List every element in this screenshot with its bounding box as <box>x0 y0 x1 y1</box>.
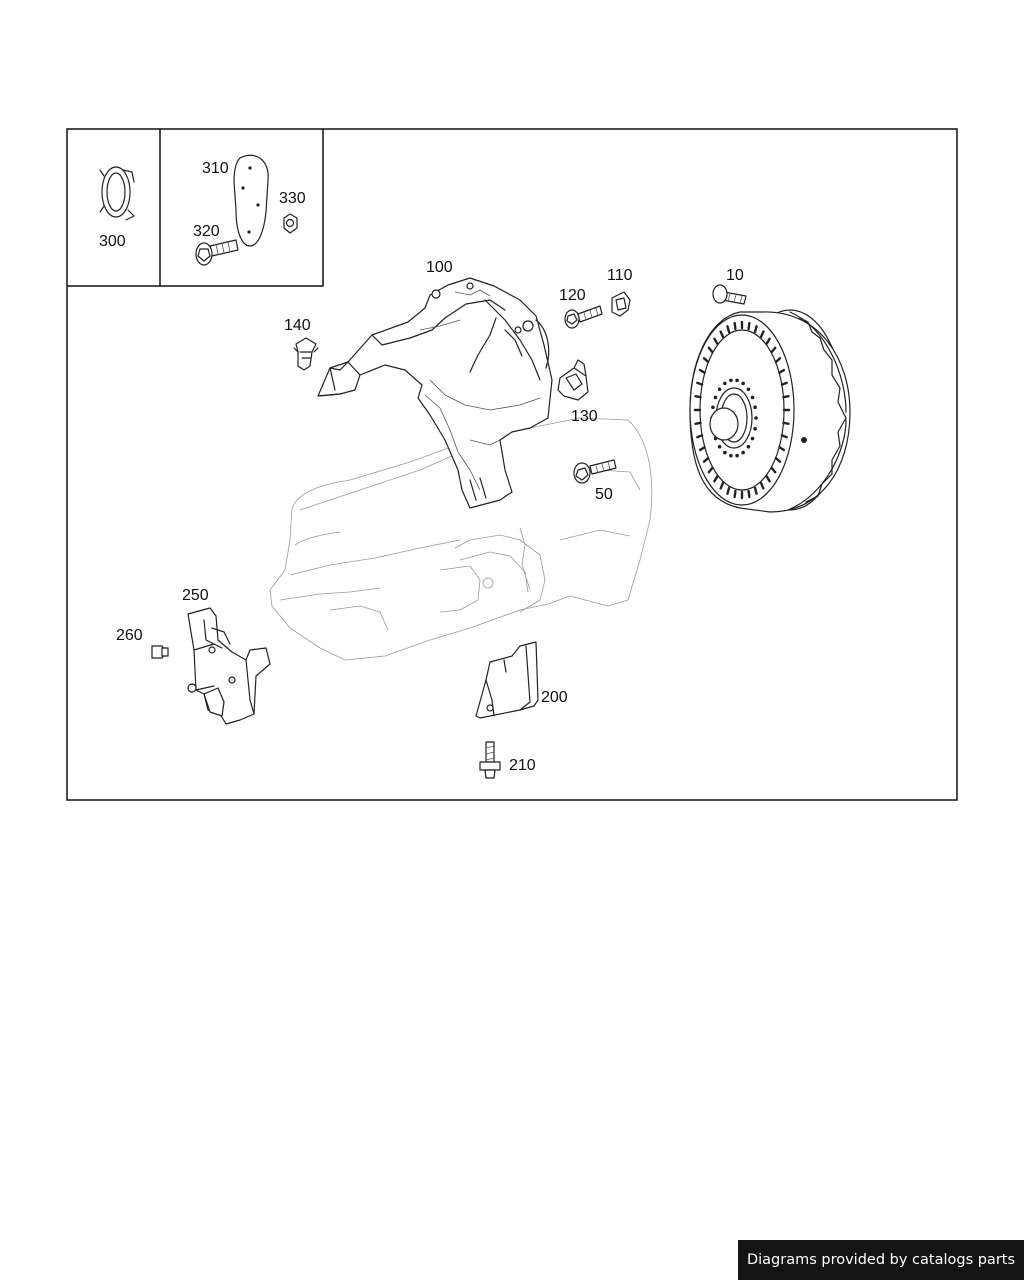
vane-slot <box>765 337 771 345</box>
callout-320: 320 <box>193 223 220 240</box>
vane-slot <box>780 381 788 386</box>
vane-slot <box>694 395 702 399</box>
vane-slot <box>713 475 719 483</box>
vane-slot <box>774 357 782 364</box>
vane-slot <box>698 446 706 452</box>
inset-frame <box>67 129 324 287</box>
vane-slot <box>770 466 777 474</box>
vane-slot <box>759 481 765 490</box>
vane-slot <box>733 489 737 499</box>
hub-tooth <box>746 444 751 449</box>
part-300-ring-seal <box>99 166 135 221</box>
hub-tooth <box>753 405 757 410</box>
vane-slot <box>707 346 714 354</box>
vane-slot <box>696 434 704 439</box>
vane-slot <box>733 321 737 331</box>
part-130-holder <box>557 359 589 401</box>
part-110-clip <box>611 291 631 317</box>
callout-200: 200 <box>541 689 568 706</box>
converter-vanes <box>693 320 791 500</box>
hub-tooth <box>723 450 727 455</box>
vane-slot <box>719 330 725 339</box>
part-200-guide-plate <box>475 641 539 719</box>
callout-100: 100 <box>426 259 453 276</box>
hub-tooth <box>735 453 739 458</box>
vane-slot <box>759 330 765 339</box>
part-120-bolt <box>564 305 603 329</box>
part-260-bolt <box>151 645 169 659</box>
callout-210: 210 <box>509 757 536 774</box>
hub-tooth <box>717 387 722 392</box>
hub-tooth <box>729 453 733 458</box>
part-10-bolt <box>712 284 747 305</box>
callout-140: 140 <box>284 317 311 334</box>
vane-slot <box>747 321 751 331</box>
vane-slot <box>753 325 758 334</box>
credit-banner: Diagrams provided by catalogs parts <box>738 1240 1024 1280</box>
hub-tooth <box>713 395 718 400</box>
vane-slot <box>778 446 786 452</box>
vane-slot <box>694 421 702 425</box>
part-10-torque-converter <box>689 309 851 513</box>
vane-slot <box>782 421 790 425</box>
part-330-nut <box>283 213 298 234</box>
vane-slot <box>778 368 786 374</box>
hub-tooth <box>750 436 755 441</box>
vane-slot <box>698 368 706 374</box>
hub-tooth <box>717 444 722 449</box>
callout-10: 10 <box>726 267 744 284</box>
vane-slot <box>713 337 719 345</box>
part-50-bolt <box>573 459 617 484</box>
callout-330: 330 <box>279 190 306 207</box>
part-140-clip <box>293 337 319 371</box>
callout-310: 310 <box>202 160 229 177</box>
hub-tooth <box>741 381 745 386</box>
vane-slot <box>726 325 731 334</box>
credit-text: Diagrams provided by catalogs parts <box>746 1252 1016 1268</box>
callout-120: 120 <box>559 287 586 304</box>
callout-250: 250 <box>182 587 209 604</box>
hub-tooth <box>723 381 727 386</box>
part-210-stud <box>479 741 501 779</box>
hub-tooth <box>753 426 757 431</box>
vane-slot <box>770 346 777 354</box>
diagram-frame <box>66 128 958 801</box>
vane-slot <box>780 434 788 439</box>
callout-300: 300 <box>99 233 126 250</box>
vane-slot <box>707 466 714 474</box>
hub-tooth <box>746 387 751 392</box>
vane-slot <box>719 481 725 490</box>
vane-slot <box>702 357 710 364</box>
part-310-cover-plate <box>233 154 269 247</box>
vane-slot <box>696 381 704 386</box>
hub-tooth <box>750 395 755 400</box>
callout-260: 260 <box>116 627 143 644</box>
vane-slot <box>765 475 771 483</box>
part-250-bracket <box>187 607 271 725</box>
vane-slot <box>782 395 790 399</box>
part-100-heat-shield <box>317 277 553 509</box>
part-320-bolt <box>195 239 239 266</box>
callout-110: 110 <box>607 267 633 284</box>
hub-tooth <box>754 416 758 420</box>
hub-tooth <box>741 450 745 455</box>
vane-slot <box>774 456 782 463</box>
callout-50: 50 <box>595 486 613 503</box>
hub-tooth <box>735 378 739 383</box>
hub-tooth <box>711 405 715 410</box>
vane-slot <box>726 486 731 495</box>
callout-130: 130 <box>571 408 598 425</box>
vane-slot <box>753 486 758 495</box>
hub-tooth <box>729 378 733 383</box>
vane-slot <box>702 456 710 463</box>
vane-slot <box>747 489 751 499</box>
